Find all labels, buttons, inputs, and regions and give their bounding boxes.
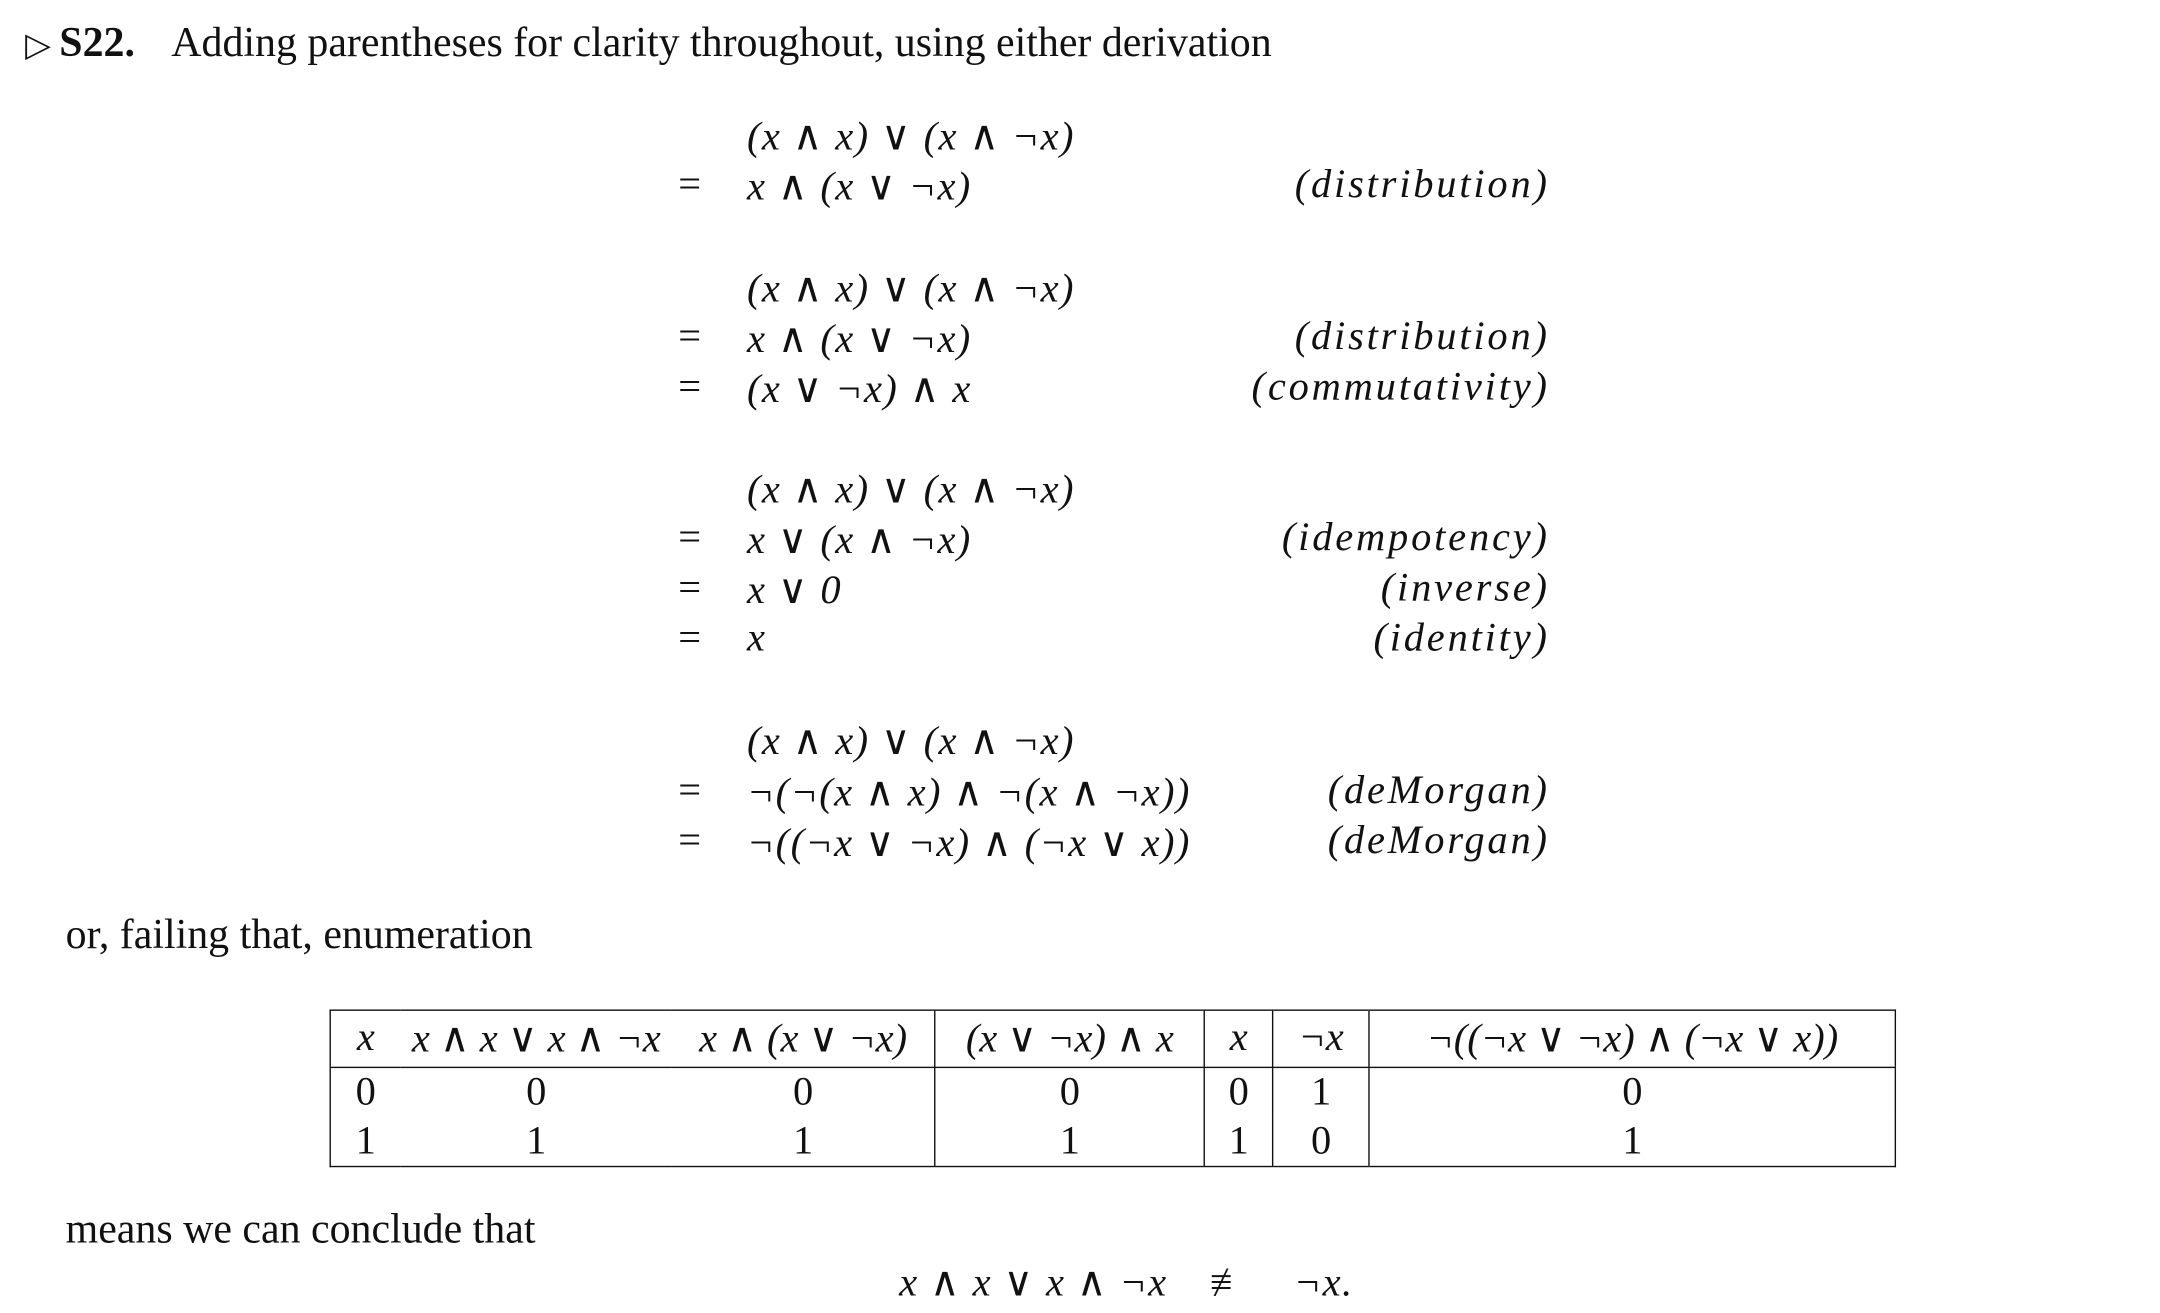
truth-table: x x ∧ x ∨ x ∧ ¬x x ∧ (x ∨ ¬x) (x ∨ ¬x) ∧…: [329, 1009, 1897, 1168]
derivation-step: (x ∨ ¬x) ∧ x: [746, 367, 972, 412]
truth-table-header: ¬((¬x ∨ ¬x) ∧ (¬x ∨ x)): [1369, 1010, 1896, 1069]
truth-table-header: ¬x: [1272, 1010, 1370, 1069]
derivation-reason: (deMorgan): [1327, 767, 1550, 813]
solution-number: S22.: [59, 19, 135, 66]
derivation-step: ¬(¬(x ∧ x) ∧ ¬(x ∧ ¬x)): [746, 770, 1191, 816]
table-cell: 1: [355, 1118, 376, 1164]
equals-sign: =: [678, 565, 702, 611]
equals-sign: =: [678, 314, 702, 359]
equals-sign: =: [678, 515, 702, 560]
heading-text: Adding parentheses for clarity throughou…: [171, 19, 1272, 66]
enumeration-intro: or, failing that, enumeration: [65, 911, 533, 958]
conclusion-intro: means we can conclude that: [65, 1206, 536, 1253]
derivation-step: x ∨ (x ∧ ¬x): [746, 517, 972, 563]
derivation-step: x ∧ (x ∨ ¬x): [746, 164, 972, 210]
truth-table-header: (x ∨ ¬x) ∧ x: [935, 1010, 1206, 1069]
equals-sign: =: [678, 818, 702, 863]
table-cell: 0: [1622, 1069, 1643, 1115]
triangle-marker-icon: ▷: [25, 25, 51, 65]
derivation-reason: (deMorgan): [1327, 818, 1550, 863]
derivation-reason: (commutativity): [1251, 364, 1550, 410]
derivation-start: (x ∧ x) ∨ (x ∧ ¬x): [746, 266, 1075, 312]
table-cell: 0: [1272, 1116, 1370, 1167]
derivation-reason: (identity): [1373, 615, 1550, 661]
derivation-reason: (distribution): [1294, 314, 1550, 359]
derivation-start: (x ∧ x) ∨ (x ∧ ¬x): [746, 114, 1075, 160]
table-cell: 1: [1622, 1118, 1643, 1164]
table-cell: 1: [935, 1116, 1206, 1167]
truth-table-header: x: [1204, 1010, 1274, 1069]
truth-table-header-row: x x ∧ x ∨ x ∧ ¬x x ∧ (x ∨ ¬x) (x ∨ ¬x) ∧…: [330, 1010, 1896, 1069]
not-equivalent-symbol: ≢: [1209, 1260, 1252, 1306]
derivation-step: ¬((¬x ∨ ¬x) ∧ (¬x ∨ x)): [746, 820, 1191, 866]
derivation-reason: (inverse): [1380, 565, 1550, 611]
table-cell: 0: [355, 1069, 376, 1115]
equals-sign: =: [678, 364, 702, 410]
derivation-reason: (distribution): [1294, 161, 1550, 207]
table-row: 1 1 1 1 1 0 1: [330, 1116, 1895, 1167]
table-cell: 1: [671, 1116, 936, 1167]
table-cell: 0: [935, 1067, 1206, 1117]
table-cell: 0: [526, 1069, 547, 1115]
truth-table-header: x ∧ (x ∨ ¬x): [671, 1010, 936, 1069]
derivation-start: (x ∧ x) ∨ (x ∧ ¬x): [746, 467, 1075, 513]
table-cell: 1: [1204, 1116, 1274, 1167]
derivation-step: x ∧ (x ∨ ¬x): [746, 316, 972, 362]
table-cell: 0: [1204, 1067, 1274, 1117]
truth-table-header: x: [330, 1010, 401, 1069]
derivation-step: x: [746, 615, 767, 661]
conclusion-rhs: ¬x.: [1293, 1260, 1354, 1306]
equals-sign: =: [678, 767, 702, 813]
conclusion-formula: x ∧ x ∨ x ∧ ¬x ≢ ¬x.: [899, 1258, 1353, 1307]
solution-heading: ▷S22. Adding parentheses for clarity thro…: [25, 20, 1272, 67]
derivation-step: x ∨ 0: [746, 568, 843, 613]
table-row: 0 0 0 0 0 1 0: [330, 1067, 1895, 1117]
truth-table-header: x ∧ x ∨ x ∧ ¬x: [400, 1010, 672, 1069]
table-cell: 0: [671, 1067, 936, 1117]
table-cell: 1: [526, 1118, 547, 1164]
conclusion-lhs: x ∧ x ∨ x ∧ ¬x: [899, 1260, 1168, 1306]
equals-sign: =: [678, 161, 702, 207]
derivation-start: (x ∧ x) ∨ (x ∧ ¬x): [746, 719, 1075, 764]
table-cell: 1: [1272, 1067, 1370, 1117]
equals-sign: =: [678, 615, 702, 661]
derivation-reason: (idempotency): [1281, 515, 1550, 560]
